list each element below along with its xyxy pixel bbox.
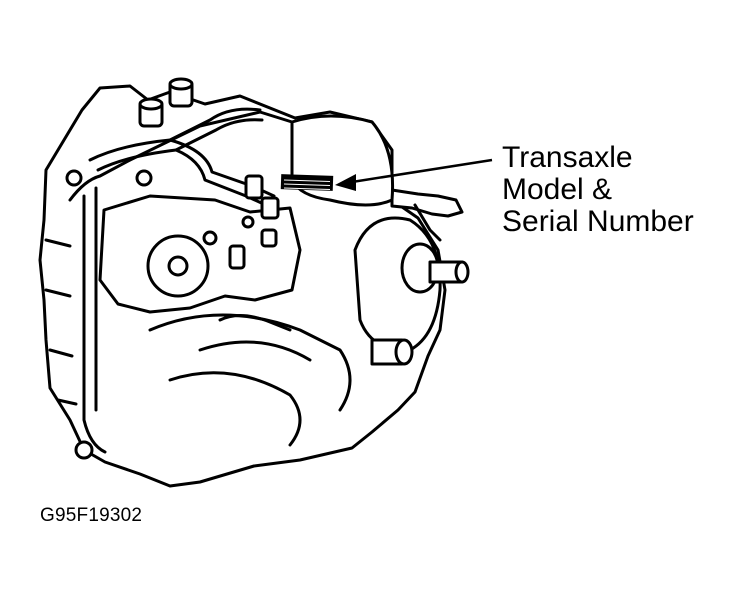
accumulator-bore	[167, 255, 189, 277]
top-fitting-cap	[168, 77, 194, 91]
bolt-head	[135, 169, 153, 187]
housing-seam	[82, 194, 107, 454]
axle-stub-end	[454, 260, 470, 284]
front-dome	[290, 114, 395, 207]
housing-seam	[44, 238, 78, 406]
sensor-fitting	[244, 174, 264, 200]
lower-rib	[148, 313, 352, 412]
sensor-fitting	[260, 228, 278, 248]
bracket	[390, 188, 464, 218]
callout-line: Transaxle	[502, 141, 633, 174]
top-fitting-cap	[138, 97, 164, 111]
figure-id: G95F19302	[40, 505, 143, 526]
callout-label: Transaxle Model & Serial Number	[502, 142, 694, 238]
vent-tube	[413, 203, 442, 242]
lower-rib	[198, 340, 312, 362]
callout-arrowhead	[335, 174, 356, 191]
callout-line: Model &	[502, 173, 613, 206]
mount-boss-face	[394, 338, 414, 366]
bolt-head	[202, 230, 218, 246]
lower-rib	[168, 371, 302, 447]
sensor-fitting	[260, 196, 280, 220]
callout-leader-line	[351, 158, 493, 184]
sensor-fitting	[228, 244, 246, 270]
bolt-head	[74, 440, 94, 460]
bolt-head	[65, 169, 83, 187]
serial-number-plate	[280, 174, 334, 191]
lower-rib	[218, 314, 292, 332]
cooler-line	[174, 148, 270, 208]
cooler-line	[168, 138, 276, 198]
serial-plate-stripes	[283, 179, 331, 190]
callout-line: Serial Number	[502, 205, 694, 238]
bolt-head	[241, 215, 255, 229]
